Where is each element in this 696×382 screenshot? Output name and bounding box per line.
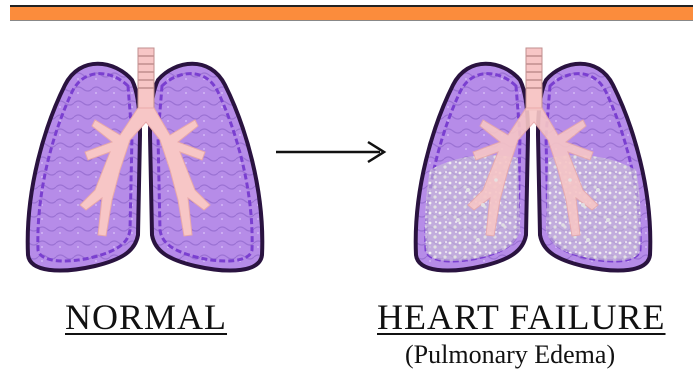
right-arrow-icon <box>272 132 392 172</box>
lungs-with-fluid-icon <box>408 40 658 280</box>
lungs-normal-icon <box>20 40 270 280</box>
caption-normal: NORMAL <box>65 299 227 335</box>
top-banner <box>10 5 693 21</box>
caption-pulmonary-edema: (Pulmonary Edema) <box>405 342 615 368</box>
right-lung <box>150 64 262 271</box>
left-lung <box>28 64 140 271</box>
caption-heart-failure: HEART FAILURE <box>377 299 666 335</box>
